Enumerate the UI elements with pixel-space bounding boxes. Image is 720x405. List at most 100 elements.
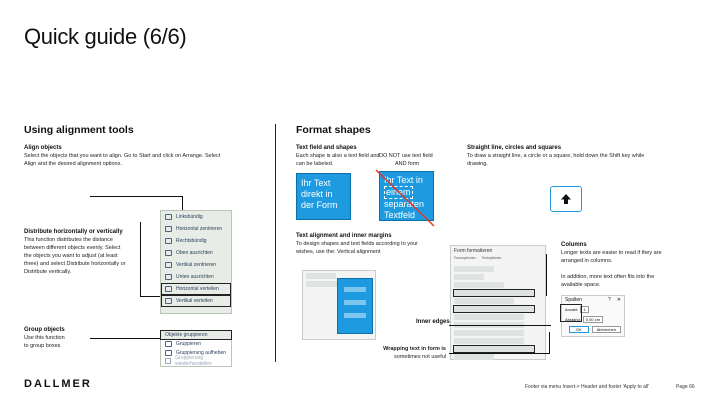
menu-header-group: Objekte gruppieren xyxy=(160,330,232,340)
group-menu: Objekte gruppieren Gruppieren Gruppierun… xyxy=(160,330,232,367)
straight-line: To draw a straight line, a circle or a s… xyxy=(467,153,645,159)
group-icon xyxy=(165,340,172,347)
menu-item-label: Unten ausrichten xyxy=(176,274,214,280)
tab-text-options[interactable]: Textoptionen xyxy=(481,256,502,260)
spacing-label: Abstand: xyxy=(565,317,581,322)
panel-row-highlight[interactable] xyxy=(453,305,535,313)
menu-item-distribute-horizontal[interactable]: Horizontal verteilen xyxy=(161,283,231,295)
menu-item-group[interactable]: Gruppieren xyxy=(161,339,231,348)
straight-line: drawing. xyxy=(467,161,488,167)
count-input[interactable]: 1 xyxy=(580,306,589,313)
mockup-shape-row xyxy=(344,287,366,292)
columns-line: arranged in columns. xyxy=(561,258,613,264)
mockup-row xyxy=(306,273,336,279)
cross-out-line xyxy=(375,169,435,227)
textfield-title: Text field and shapes xyxy=(296,145,357,151)
menu-item-regroup[interactable]: Gruppierung wiederherstellen xyxy=(161,355,231,367)
align-center-icon xyxy=(165,226,172,232)
spacing-input[interactable]: 0,00 cm xyxy=(582,316,604,323)
align-right-icon xyxy=(165,238,172,244)
menu-item-ungroup[interactable]: Gruppierung aufheben xyxy=(161,348,231,357)
group-text: Use this function to group boxes xyxy=(24,334,104,350)
page-title: Quick guide (6/6) xyxy=(24,24,187,49)
dialog-titlebar: Spalten ? ✕ xyxy=(562,296,624,304)
straight-text: To draw a straight line, a circle or a s… xyxy=(467,152,677,168)
panel-row xyxy=(454,266,494,272)
shift-key xyxy=(550,186,582,212)
wrapping-line: sometimes not useful xyxy=(394,354,446,360)
align-text-line: Select the objects that you want to alig… xyxy=(24,153,221,159)
distribute-text: This function distributes the distance b… xyxy=(24,236,144,276)
distribute-line: Distribute vertically. xyxy=(24,269,72,275)
connector-line xyxy=(546,254,547,296)
shape-text-line: separaten xyxy=(384,199,425,209)
connector-line xyxy=(90,338,160,339)
close-button[interactable]: ✕ xyxy=(616,297,621,303)
menu-item-align-left[interactable]: Linksbündig xyxy=(161,211,231,223)
warning-line: AND form xyxy=(395,161,420,167)
menu-item-align-top[interactable]: Oben ausrichten xyxy=(161,247,231,259)
dialog-count-row: Anzahl: 1 xyxy=(562,304,624,315)
format-panel-title: Form formatieren xyxy=(454,248,493,254)
distribute-line: This function distributes the distance xyxy=(24,237,113,243)
columns-text: Longer texts are easier to read if they … xyxy=(561,249,691,289)
connector-line xyxy=(90,196,182,197)
ungroup-icon xyxy=(165,349,172,356)
page-number: Page 66 xyxy=(676,384,695,390)
mockup-shape-row xyxy=(344,300,366,305)
group-title: Group objects xyxy=(24,327,65,333)
distribute-line: the objects you want to adjust (at least xyxy=(24,253,118,259)
connector-line xyxy=(182,196,183,210)
ok-button[interactable]: OK xyxy=(568,326,589,333)
textfield-warning: DO NOT use text field AND form xyxy=(379,152,459,168)
tab-shape-options[interactable]: Formoptionen xyxy=(454,256,476,260)
menu-item-distribute-vertical[interactable]: Vertikal verteilen xyxy=(161,295,231,307)
dallmer-logo: DALLMER xyxy=(24,378,92,390)
distribute-horizontal-icon xyxy=(165,286,172,292)
distribute-title: Distribute horizontally or vertically xyxy=(24,229,123,235)
distribute-line: three) and select Distribute horizontall… xyxy=(24,261,126,267)
footer-text: Footer via menu Insert-> Header and foot… xyxy=(525,384,650,390)
align-bottom-icon xyxy=(165,274,172,280)
group-line: Use this function xyxy=(24,335,65,341)
panel-row xyxy=(454,338,524,344)
dialog-title: Spalten xyxy=(565,297,582,303)
menu-item-center-horizontal[interactable]: Horizontal zentrieren xyxy=(161,223,231,235)
panel-row xyxy=(454,330,524,336)
dialog-controls: ? ✕ xyxy=(608,297,621,303)
dialog-spacing-row: Abstand: 0,00 cm xyxy=(562,315,624,324)
menu-header-label: Objekte gruppieren xyxy=(165,332,208,338)
margins-line: To design shapes and text fields accordi… xyxy=(296,241,418,247)
menu-item-label: Horizontal zentrieren xyxy=(176,226,223,232)
menu-item-align-bottom[interactable]: Unten ausrichten xyxy=(161,271,231,283)
shift-arrow-icon xyxy=(561,194,571,204)
menu-item-label: Oben ausrichten xyxy=(176,250,213,256)
shape-text-good[interactable]: Ihr Text direkt in der Form xyxy=(296,173,351,220)
menu-item-label: Linksbündig xyxy=(176,214,203,220)
menu-item-center-vertical[interactable]: Vertikal zentrieren xyxy=(161,259,231,271)
columns-dialog: Spalten ? ✕ Anzahl: 1 Abstand: 0,00 cm O… xyxy=(561,295,625,337)
left-heading: Using alignment tools xyxy=(24,124,134,136)
panel-row-highlight[interactable] xyxy=(453,345,535,353)
distribute-line: between different objects evenly. Select xyxy=(24,245,121,251)
dialog-buttons: OK Abbrechen xyxy=(562,324,624,335)
column-divider xyxy=(275,124,276,362)
cancel-button[interactable]: Abbrechen xyxy=(591,326,621,333)
help-button[interactable]: ? xyxy=(608,297,611,303)
columns-line: available space. xyxy=(561,282,601,288)
format-panel-tabs: Formoptionen Textoptionen xyxy=(451,256,545,260)
align-menu: Linksbündig Horizontal zentrieren Rechts… xyxy=(160,210,232,314)
panel-row-highlight[interactable] xyxy=(453,289,535,297)
distribute-vertical-icon xyxy=(165,298,172,304)
columns-title: Columns xyxy=(561,242,587,248)
inner-edges-label: Inner edges xyxy=(416,319,450,325)
menu-item-align-right[interactable]: Rechtsbündig xyxy=(161,235,231,247)
margins-title: Text alignment and inner margins xyxy=(296,233,392,239)
textfield-line: Each shape is also a text field and xyxy=(296,153,380,159)
format-panel: Form formatieren Formoptionen Textoption… xyxy=(450,245,546,360)
mockup-row xyxy=(306,281,356,287)
align-text-line: Align and the desired alignment options. xyxy=(24,161,122,167)
regroup-icon xyxy=(165,358,172,364)
menu-item-label: Vertikal verteilen xyxy=(176,298,213,304)
menu-item-label: Gruppieren xyxy=(176,340,202,347)
